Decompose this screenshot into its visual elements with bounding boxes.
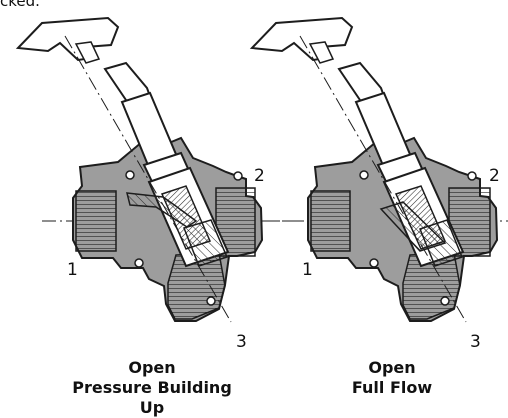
- right-body-hole-upper: [359, 170, 369, 180]
- left-handle-neck: [74, 41, 101, 64]
- valve-left: [15, 16, 293, 323]
- right-handle-neck: [308, 41, 335, 64]
- left-disc-hatch: [126, 192, 198, 228]
- right-port-3-plug: [440, 296, 450, 306]
- right-caption: Open Full Flow: [302, 358, 482, 398]
- right-caption-line-2: Full Flow: [351, 378, 433, 397]
- left-port-1-label: 1: [67, 260, 78, 280]
- left-port-3-plug: [206, 296, 216, 306]
- top-cropped-text: cked.: [0, 0, 40, 10]
- right-port-1-label: 1: [302, 260, 313, 280]
- left-port-3-label: 3: [236, 332, 247, 352]
- right-stem-axis: [299, 35, 467, 323]
- left-caption-line-1: Open: [128, 358, 176, 377]
- left-body-hole-lower: [134, 258, 144, 268]
- right-body-hole-right: [467, 171, 477, 181]
- right-body-hole-lower: [369, 258, 379, 268]
- valve-right: [249, 16, 508, 323]
- left-port-1-thread: [75, 190, 117, 252]
- right-plug-hatch: [419, 219, 463, 267]
- left-body-hole-upper: [125, 170, 135, 180]
- left-port-2-label: 2: [254, 166, 265, 186]
- right-caption-line-1: Open: [368, 358, 416, 377]
- left-body-hole-right: [233, 171, 243, 181]
- right-port-1-thread: [310, 190, 351, 252]
- left-caption: Open Pressure Building Up: [62, 358, 242, 418]
- valve-diagram-svg: [15, 16, 508, 323]
- left-caption-line-2: Pressure Building Up: [72, 378, 232, 417]
- right-port-2-label: 2: [489, 166, 500, 186]
- left-stem-axis: [64, 35, 232, 323]
- left-plug-hatch: [183, 219, 229, 267]
- left-handle: [15, 16, 120, 62]
- right-port-3-label: 3: [470, 332, 481, 352]
